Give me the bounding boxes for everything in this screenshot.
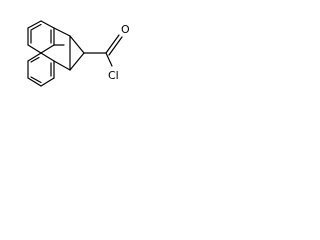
acyl-chloride-group <box>83 34 123 67</box>
upper-aromatic-ring <box>27 20 55 54</box>
lower-aromatic-ring <box>27 52 55 87</box>
oxygen-atom-label: O <box>121 23 130 36</box>
cyclopropane-ring <box>69 35 85 71</box>
chemical-structure-diagram: O Cl <box>27 20 130 87</box>
chlorine-atom-label: Cl <box>108 69 119 82</box>
five-membered-ring <box>53 27 71 71</box>
